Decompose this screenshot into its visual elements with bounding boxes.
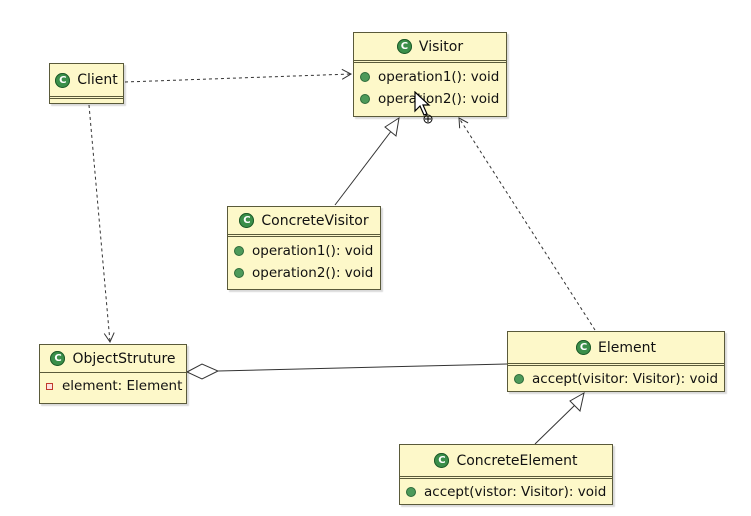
generalization-triangle-visitor — [384, 116, 400, 137]
element-visitor-dependency — [458, 117, 596, 331]
attribute-list: element: Element — [40, 373, 186, 399]
class-header: C Visitor — [354, 33, 506, 60]
class-name: Client — [77, 72, 118, 88]
method-list: operation1(): void operation2(): void — [354, 63, 506, 113]
method-row[interactable]: operation2(): void — [234, 262, 374, 284]
divider — [508, 363, 724, 366]
class-header: C Client — [50, 64, 123, 96]
class-header: C ObjectStruture — [40, 345, 186, 372]
method-row[interactable]: accept(visitor: Visitor): void — [514, 368, 718, 390]
class-name: Element — [598, 339, 656, 356]
client-visitor-dependency — [124, 68, 353, 83]
class-icon: C — [576, 340, 592, 355]
concreteelement-element-generalization — [534, 404, 576, 445]
attribute-row[interactable]: element: Element — [46, 375, 183, 397]
method-signature: operation1(): void — [252, 243, 374, 259]
class-header: C ConcreteElement — [400, 445, 612, 476]
class-icon: C — [396, 39, 412, 54]
divider — [50, 96, 123, 99]
class-object-structure[interactable]: C ObjectStruture element: Element — [39, 344, 187, 404]
method-row[interactable]: operation1(): void — [234, 240, 374, 262]
method-list: accept(vistor: Visitor): void — [400, 479, 612, 505]
mouse-cursor-icon — [414, 91, 433, 124]
method-list: accept(visitor: Visitor): void — [508, 366, 724, 392]
method-signature: operation2(): void — [252, 265, 374, 281]
method-signature: accept(vistor: Visitor): void — [424, 484, 607, 500]
class-concrete-visitor[interactable]: C ConcreteVisitor operation1(): void ope… — [227, 206, 381, 290]
class-header: C Element — [508, 332, 724, 363]
class-name: ConcreteVisitor — [261, 212, 369, 229]
class-client[interactable]: C Client — [49, 63, 124, 104]
class-header: C ConcreteVisitor — [228, 207, 380, 234]
method-row[interactable]: operation1(): void — [360, 66, 500, 88]
public-method-icon — [234, 246, 244, 256]
class-concrete-element[interactable]: C ConcreteElement accept(vistor: Visitor… — [399, 444, 613, 505]
divider — [40, 372, 186, 373]
method-row[interactable]: accept(vistor: Visitor): void — [406, 481, 606, 503]
class-name: ConcreteElement — [456, 452, 578, 469]
class-element[interactable]: C Element accept(visitor: Visitor): void — [507, 331, 725, 392]
attribute-signature: element: Element — [62, 378, 183, 394]
public-method-icon — [406, 487, 416, 497]
class-visitor[interactable]: C Visitor operation1(): void operation2(… — [353, 32, 507, 117]
method-signature: accept(visitor: Visitor): void — [532, 371, 719, 387]
divider — [400, 476, 612, 479]
client-objectstructure-dependency — [88, 104, 115, 344]
public-method-icon — [234, 268, 244, 278]
class-icon: C — [50, 351, 66, 366]
method-row[interactable]: operation2(): void — [360, 88, 500, 110]
divider — [354, 60, 506, 63]
aggregation-diamond — [185, 363, 220, 380]
public-method-icon — [360, 72, 370, 82]
method-list: operation1(): void operation2(): void — [228, 237, 380, 287]
method-signature: operation2(): void — [378, 91, 500, 107]
private-field-icon — [46, 382, 53, 390]
class-icon: C — [55, 72, 71, 88]
class-name: Visitor — [418, 38, 464, 55]
concretevisitor-visitor-generalization — [334, 129, 393, 206]
public-method-icon — [514, 374, 524, 384]
objectstructure-element-aggregation — [217, 363, 508, 372]
divider — [228, 234, 380, 237]
public-method-icon — [360, 94, 370, 104]
class-icon: C — [239, 213, 255, 228]
class-name: ObjectStruture — [72, 350, 176, 367]
method-signature: operation1(): void — [378, 69, 500, 85]
class-icon: C — [434, 453, 450, 468]
generalization-triangle-element — [569, 392, 585, 412]
